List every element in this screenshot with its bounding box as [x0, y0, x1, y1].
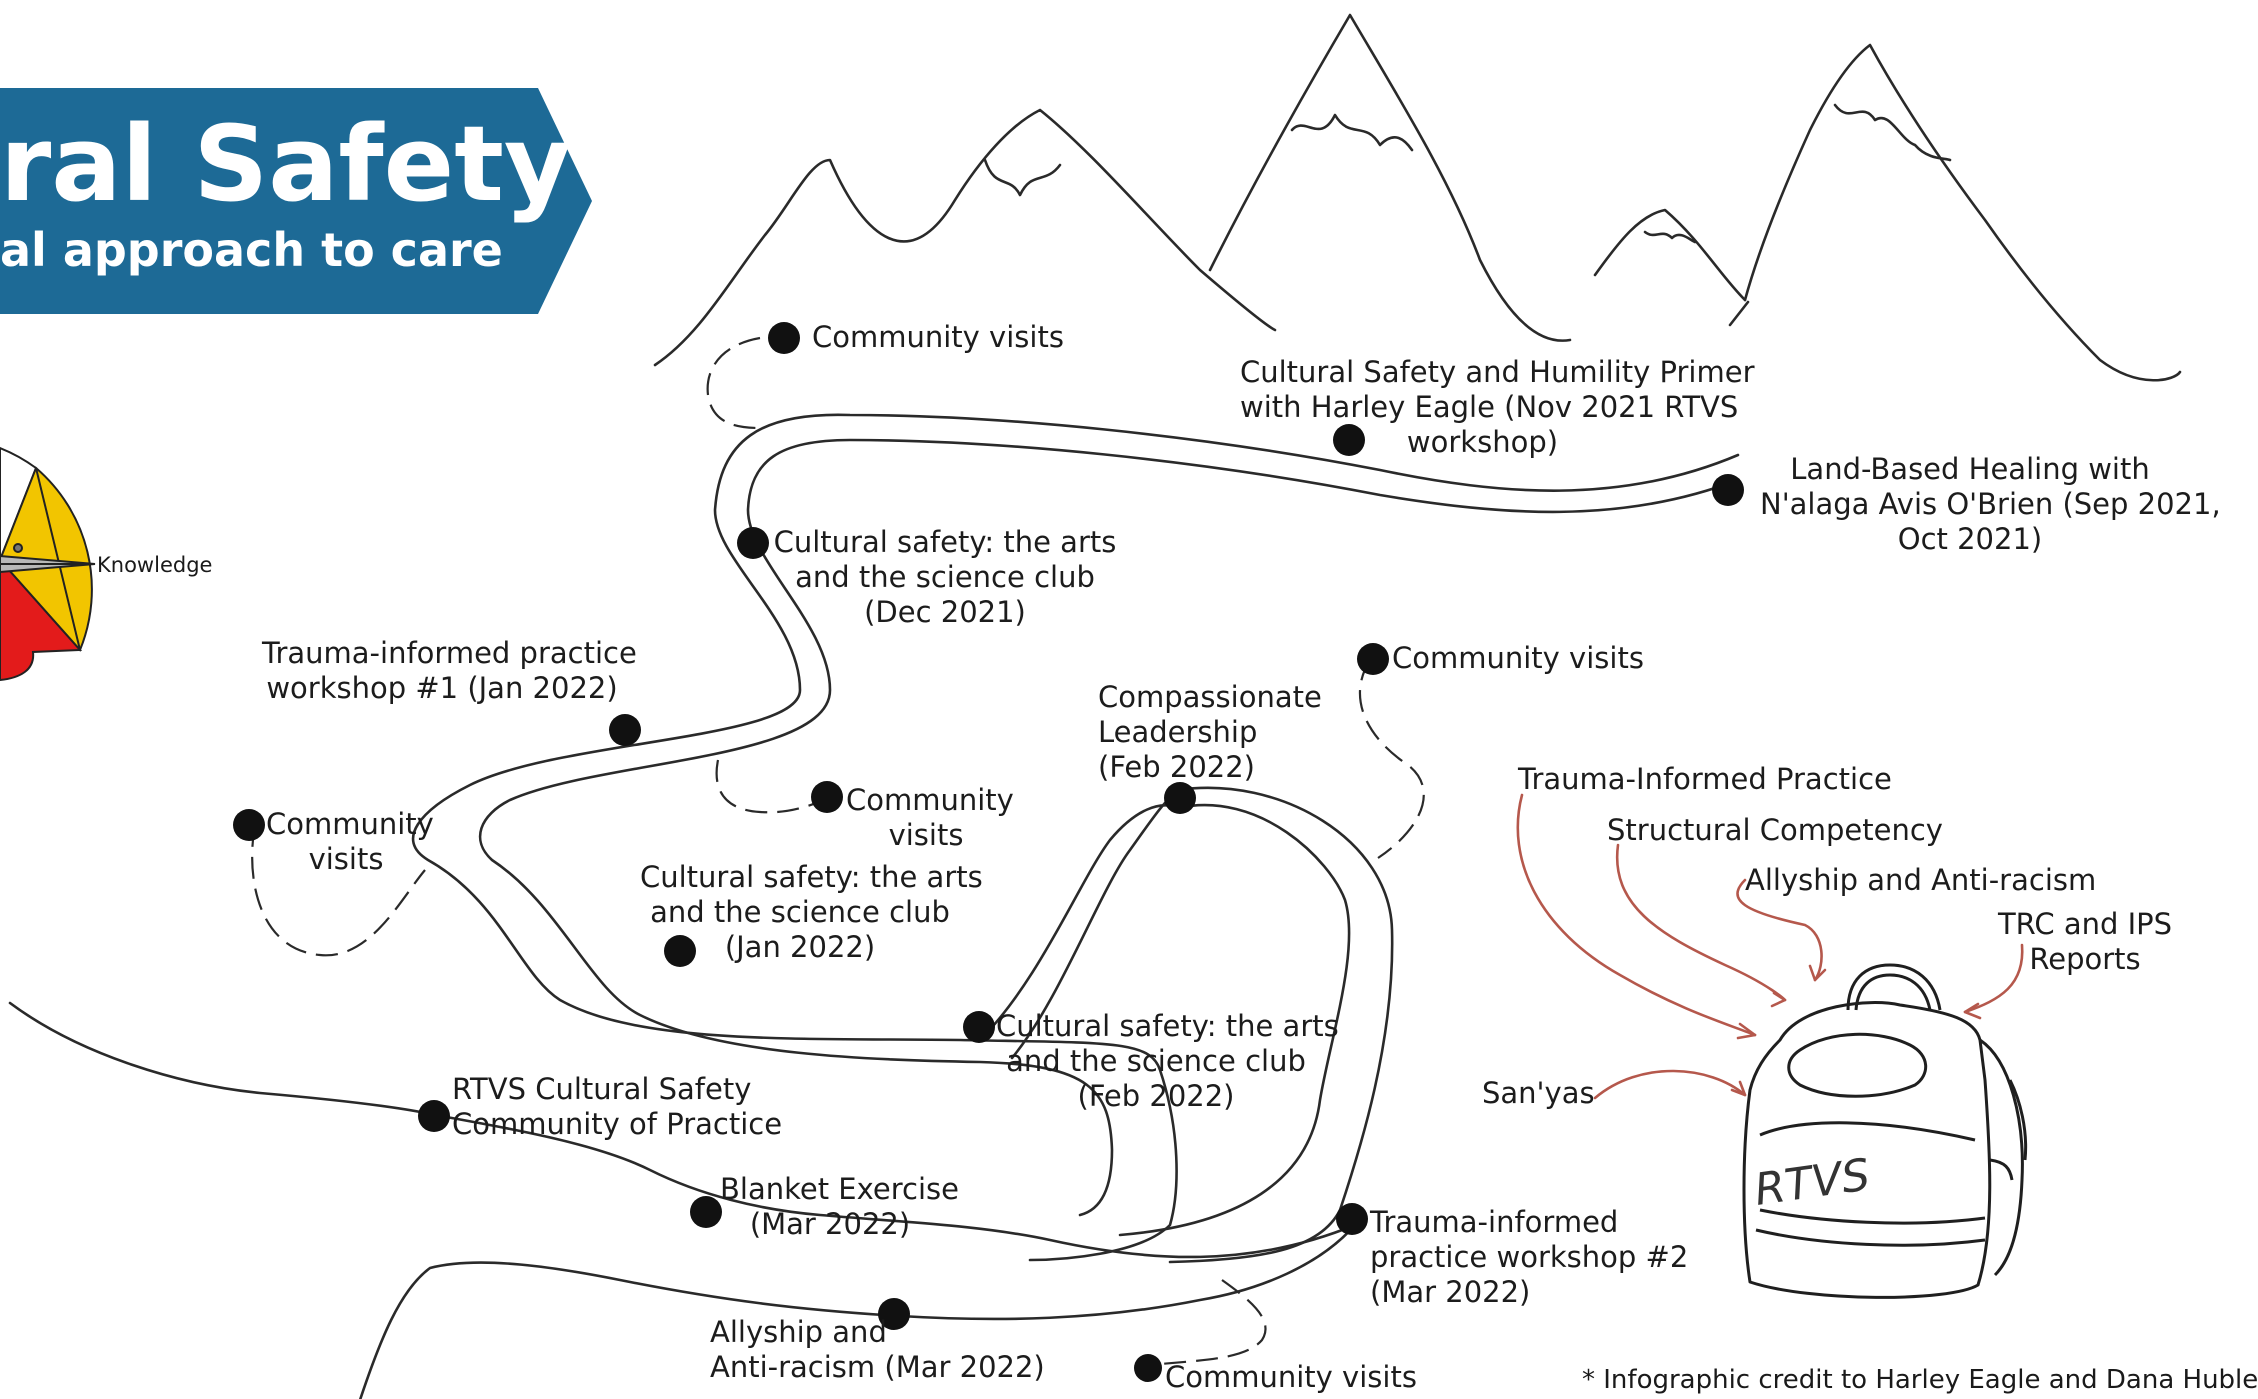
rtvs-backpack-drawing — [1742, 963, 2028, 1299]
mountain-4 — [1743, 43, 2182, 382]
title-banner — [0, 88, 592, 314]
river-bank-2 — [478, 438, 1740, 1217]
label-structural-competency: Structural Competency — [1607, 813, 1943, 847]
dot-community-right — [1357, 643, 1389, 675]
mountain-2 — [1208, 13, 1572, 342]
arrow-allyship — [1736, 878, 1823, 982]
river-bank-5 — [8, 1001, 1357, 1259]
dot-community-top — [768, 322, 800, 354]
river-bank-1 — [411, 413, 1740, 1262]
label-blanket-exercise: Blanket Exercise(Mar 2022) — [720, 1172, 959, 1241]
label-trauma-informed-practice: Trauma-Informed Practice — [1518, 762, 1892, 796]
trail-bottom — [1149, 1279, 1267, 1367]
label-community-visits-right: Community visits — [1392, 641, 1644, 675]
dot-trauma2 — [1336, 1203, 1368, 1235]
river-bank-6 — [358, 1223, 1357, 1399]
arrow-sanyas — [1593, 1069, 1747, 1100]
trail-mid — [715, 759, 826, 814]
dot-community-left — [233, 809, 265, 841]
banner-subtitle: al approach to care — [0, 223, 503, 277]
label-sanyas: San'yas — [1482, 1076, 1595, 1110]
arrow-trc — [1963, 943, 2024, 1014]
arrow-trauma — [1516, 793, 1757, 1037]
dot-primer — [1333, 424, 1365, 456]
mountain-3 — [1593, 208, 1747, 302]
mountain-4-snow — [1833, 103, 1952, 162]
dot-arts-dec — [737, 527, 769, 559]
trail-top — [706, 336, 761, 430]
dot-community-mid — [811, 781, 843, 813]
label-community-visits-bottom: Community visits — [1165, 1360, 1417, 1394]
mountain-3-snow — [1643, 230, 1697, 244]
mountain-1-snow — [983, 158, 1062, 197]
dot-trauma1 — [609, 714, 641, 746]
trail-right — [1358, 659, 1425, 859]
infographic-credit: * Infographic credit to Harley Eagle and… — [1582, 1365, 2258, 1395]
backpack-label: RTVS — [1751, 1149, 1872, 1216]
trail-left — [251, 824, 426, 957]
medicine-wheel — [0, 446, 96, 682]
river-bank-3 — [1118, 803, 1351, 1237]
journey-map-drawing: RTVS — [0, 13, 2182, 1399]
dot-community-bottom — [1134, 1354, 1162, 1382]
dot-rtvs-cop — [418, 1100, 450, 1132]
label-community-visits-top: Community visits — [812, 320, 1064, 354]
label-allyship-anti-racism: Allyship and Anti-racism — [1745, 863, 2097, 897]
mountain-2-snow — [1290, 113, 1414, 152]
wheel-knowledge-label: Knowledge — [97, 553, 213, 577]
dot-compassionate — [1164, 782, 1196, 814]
dot-arts-feb — [963, 1011, 995, 1043]
dot-allyship — [878, 1298, 910, 1330]
dot-blanket — [690, 1196, 722, 1228]
banner-title: ral Safety — [0, 103, 572, 225]
dot-land-based — [1712, 474, 1744, 506]
dot-arts-jan — [664, 935, 696, 967]
mountain-1 — [653, 108, 1277, 367]
